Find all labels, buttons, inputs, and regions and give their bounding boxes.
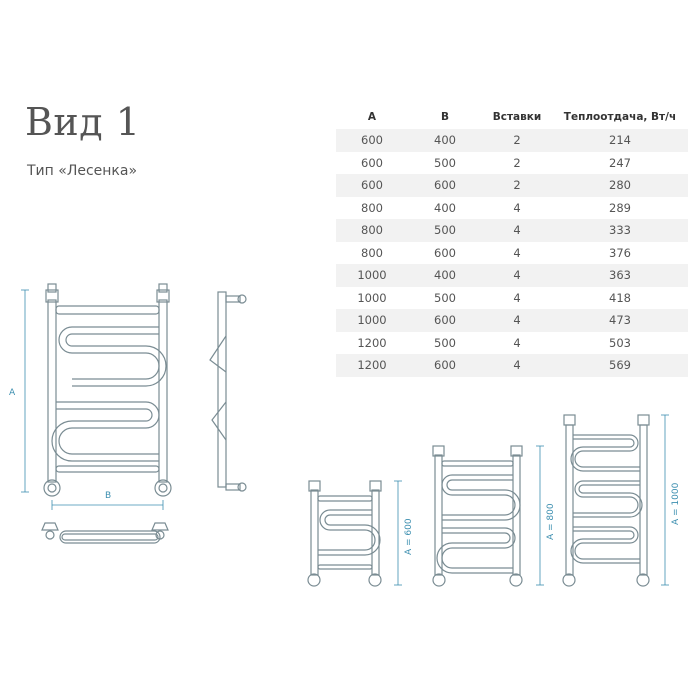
table-cell: 4: [482, 219, 552, 242]
table-cell: 1000: [357, 290, 387, 305]
dimension-label-a: A: [9, 388, 16, 398]
side-view-drawing: [209, 291, 247, 492]
table-cell: 500: [434, 155, 456, 170]
table-cell: 503: [609, 335, 631, 350]
table-cell: 363: [552, 264, 688, 287]
dimension-label-a1000: A = 1000: [671, 482, 681, 525]
table-cell: 2: [482, 174, 552, 197]
table-cell: 4: [513, 245, 521, 260]
small-rail-drawing: [307, 480, 382, 587]
table-cell: 600: [408, 174, 482, 197]
table-cell: 800: [336, 219, 408, 242]
table-cell: 600: [408, 309, 482, 332]
table-cell: 800: [361, 200, 383, 215]
table-cell: 400: [408, 264, 482, 287]
dimension-label-a600: A = 600: [404, 518, 414, 555]
table-cell: 400: [434, 200, 456, 215]
table-header-row: A B Вставки Теплоотдача, Вт/ч: [336, 105, 688, 129]
table-cell: 500: [434, 335, 456, 350]
table-cell: 4: [482, 354, 552, 377]
table-cell: 500: [408, 219, 482, 242]
table-cell: 400: [408, 129, 482, 152]
table-cell: 600: [361, 155, 383, 170]
table-cell: 1000: [336, 264, 408, 287]
table-cell: 289: [609, 200, 631, 215]
col-header-inserts: Вставки: [492, 111, 542, 123]
table-cell: 376: [609, 245, 631, 260]
table-cell: 333: [552, 219, 688, 242]
table-cell: 473: [552, 309, 688, 332]
table-cell: 2: [513, 155, 521, 170]
large-rail-drawing: [562, 414, 650, 587]
page-subtitle: Тип «Лесенка»: [27, 163, 138, 179]
table-cell: 1200: [357, 335, 387, 350]
table-row: 800 400 4 289: [336, 197, 688, 220]
dimension-label-a800: A = 800: [546, 503, 556, 540]
table-row: 800 600 4 376: [336, 242, 688, 265]
table-cell: 4: [482, 309, 552, 332]
table-cell: 569: [552, 354, 688, 377]
table-cell: 4: [513, 290, 521, 305]
table-cell: 1200: [336, 354, 408, 377]
table-cell: 600: [408, 354, 482, 377]
table-cell: 800: [361, 245, 383, 260]
table-cell: 600: [336, 174, 408, 197]
table-cell: 2: [482, 129, 552, 152]
dimension-label-b: B: [105, 491, 111, 501]
table-cell: 418: [609, 290, 631, 305]
table-cell: 500: [434, 290, 456, 305]
table-cell: 4: [513, 200, 521, 215]
table-cell: 247: [609, 155, 631, 170]
table-cell: 4: [482, 264, 552, 287]
table-cell: 600: [434, 245, 456, 260]
table-cell: 1000: [336, 309, 408, 332]
table-row: 1000 500 4 418: [336, 287, 688, 310]
table-cell: 280: [552, 174, 688, 197]
table-cell: 600: [336, 129, 408, 152]
page-title: Вид 1: [25, 100, 141, 144]
top-view-drawing: [41, 522, 169, 544]
table-cell: 4: [513, 335, 521, 350]
table-row: 1200 500 4 503: [336, 332, 688, 355]
col-header-heat-output: Теплоотдача, Вт/ч: [563, 111, 677, 123]
front-view-drawing: [43, 283, 172, 497]
medium-rail-drawing: [432, 445, 523, 587]
col-header-b: B: [440, 111, 449, 123]
table-cell: 214: [552, 129, 688, 152]
col-header-a: A: [367, 111, 377, 123]
table-row: 600 500 2 247: [336, 152, 688, 175]
